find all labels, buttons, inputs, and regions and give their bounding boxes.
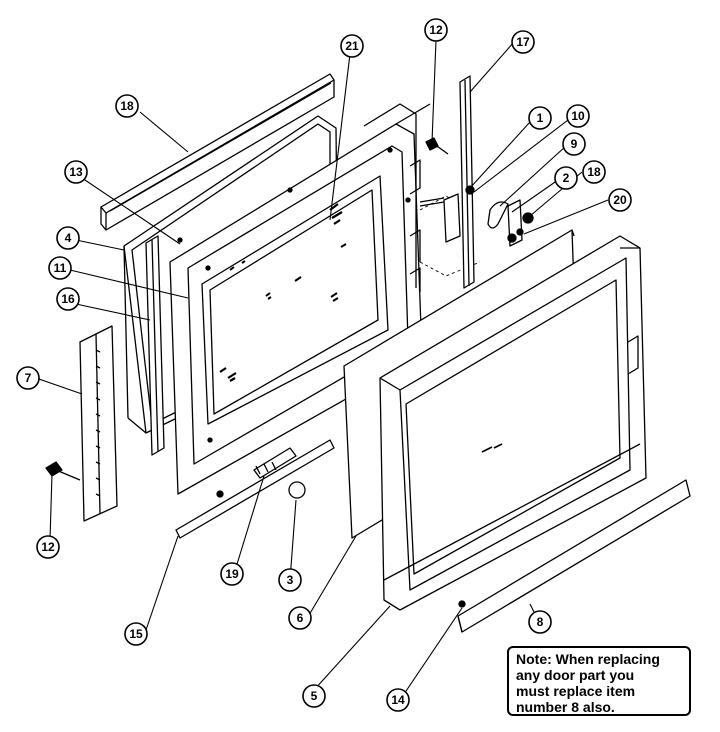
callout-circle: [582, 160, 606, 184]
callout-label: 18: [120, 99, 134, 113]
back-plate: [363, 103, 431, 292]
note-line-3: must replace item: [516, 683, 636, 699]
callout-21: 21: [340, 34, 364, 58]
note-line-2: any door part you: [516, 667, 635, 683]
callout-circle: [528, 610, 552, 634]
latch-hardware: [419, 185, 534, 247]
callout-label: 8: [537, 615, 544, 629]
callout-18: 18: [115, 94, 139, 118]
part-18-top-trim: [100, 73, 335, 231]
callout-label: 7: [25, 371, 32, 385]
callout-label: 12: [41, 540, 55, 554]
callout-circle: [56, 287, 80, 311]
callout-12: 12: [36, 535, 60, 559]
parts-drawing: [35, 39, 691, 701]
callout-label: 6: [297, 611, 304, 625]
callout-8: 8: [528, 610, 552, 634]
callout-label: 3: [287, 573, 294, 587]
callout-label: 4: [65, 231, 72, 245]
callout-label: 9: [571, 137, 578, 151]
callout-label: 17: [516, 35, 530, 49]
callout-circle: [115, 94, 139, 118]
fasteners: [45, 137, 466, 608]
callout-label: 2: [563, 171, 570, 185]
callout-6: 6: [288, 606, 312, 630]
callout-circle: [386, 688, 410, 712]
part-5-outer-door: [379, 235, 647, 611]
callout-circle: [608, 188, 632, 212]
callout-17: 17: [511, 30, 535, 54]
note-box: Note: When replacing any door part you m…: [507, 646, 691, 716]
callout-19: 19: [220, 562, 244, 586]
callout-circle: [424, 18, 448, 42]
leader-lines: [35, 39, 609, 701]
callout-circle: [56, 226, 80, 250]
part-7-hinge: [79, 325, 118, 522]
note-line-1: Note: When replacing: [516, 651, 660, 667]
callout-circle: [511, 30, 535, 54]
callout-label: 16: [61, 292, 75, 306]
callout-2: 2: [554, 166, 578, 190]
part-11-inner-frame: [169, 123, 423, 498]
callout-label: 14: [391, 693, 405, 707]
callout-label: 13: [69, 165, 83, 179]
callout-circle: [288, 606, 312, 630]
callout-15: 15: [124, 622, 148, 646]
callout-circle: [554, 166, 578, 190]
callout-7: 7: [16, 366, 40, 390]
callout-circle: [528, 106, 552, 130]
callout-circle: [124, 622, 148, 646]
callout-label: 18: [587, 165, 601, 179]
part-15-lower-strip: [175, 439, 335, 539]
callout-circle: [562, 132, 586, 156]
callout-label: 5: [311, 689, 318, 703]
callout-3: 3: [278, 568, 302, 592]
note-line-4: number 8 also.: [516, 699, 615, 715]
callout-20: 20: [608, 188, 632, 212]
callout-circle: [64, 160, 88, 184]
callout-label: 20: [613, 193, 627, 207]
callout-circle: [340, 34, 364, 58]
callout-16: 16: [56, 287, 80, 311]
callout-circle: [16, 366, 40, 390]
callout-circle: [36, 535, 60, 559]
part-17-channel: [459, 75, 475, 289]
callout-12: 12: [424, 18, 448, 42]
callout-label: 19: [225, 567, 239, 581]
callout-label: 11: [54, 261, 67, 275]
callout-10: 10: [566, 104, 590, 128]
callout-5: 5: [302, 684, 326, 708]
part-8-bottom-trim: [457, 479, 691, 633]
callout-label: 1: [537, 111, 544, 125]
callout-label: 15: [129, 627, 143, 641]
callout-label: 21: [345, 39, 359, 53]
callout-circle: [302, 684, 326, 708]
callout-4: 4: [56, 226, 80, 250]
callout-11: 11: [48, 256, 72, 280]
callout-9: 9: [562, 132, 586, 156]
callout-circle: [220, 562, 244, 586]
callout-1: 1: [528, 106, 552, 130]
callout-14: 14: [386, 688, 410, 712]
callout-circle: [278, 568, 302, 592]
callout-circle: [48, 256, 72, 280]
callout-label: 10: [571, 109, 585, 123]
callout-label: 12: [429, 23, 443, 37]
callout-circle: [566, 104, 590, 128]
callout-13: 13: [64, 160, 88, 184]
callout-18: 18: [582, 160, 606, 184]
